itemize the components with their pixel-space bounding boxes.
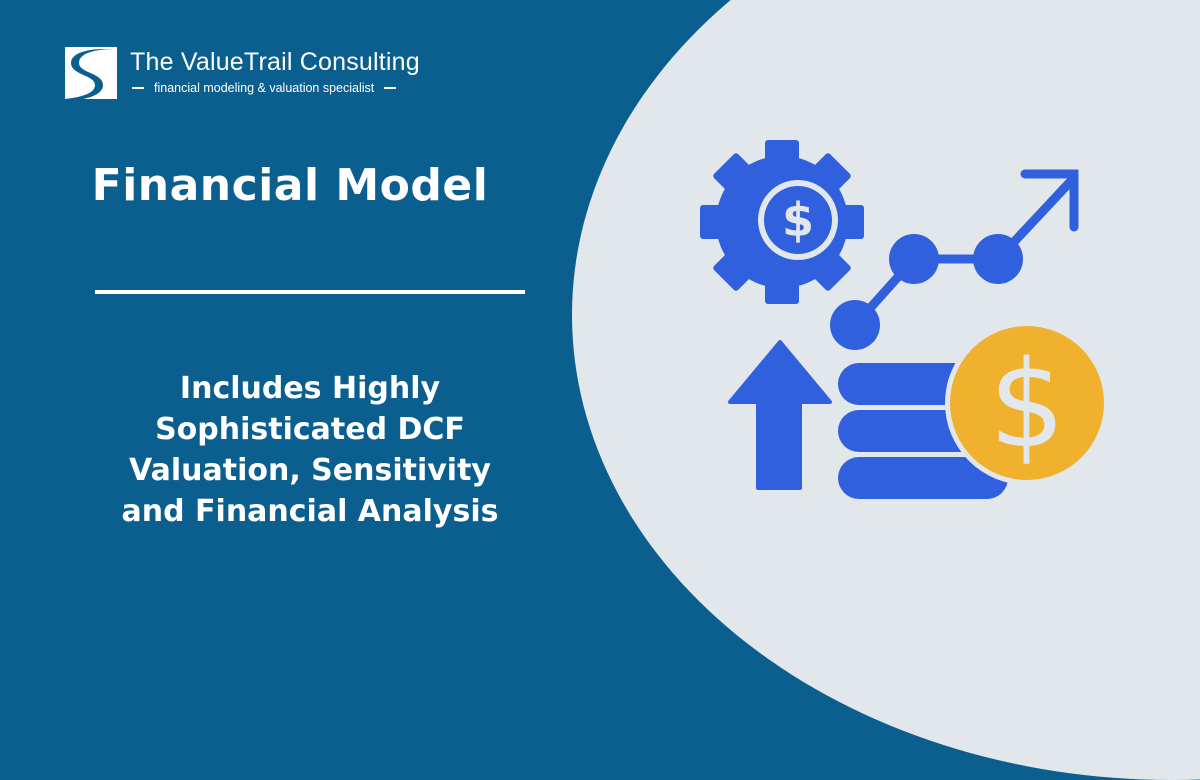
dollar-coin-icon: $ <box>945 321 1109 485</box>
s-trail-logo-icon <box>65 47 117 99</box>
gear-dollar-icon: $ <box>700 140 864 304</box>
svg-text:$: $ <box>782 193 814 247</box>
brand-logo: The ValueTrail Consulting financial mode… <box>65 47 420 99</box>
svg-text:$: $ <box>989 336 1065 475</box>
growth-chart-arrow-icon <box>850 169 1079 330</box>
description-line: Valuation, Sensitivity <box>129 453 491 488</box>
dash-right <box>384 87 397 89</box>
description-line: Sophisticated DCF <box>155 412 465 447</box>
up-arrow-icon <box>728 340 832 490</box>
page-title: Financial Model <box>0 160 600 211</box>
financial-growth-illustration: $ $ <box>700 140 1109 499</box>
description: Includes Highly Sophisticated DCF Valuat… <box>80 368 540 532</box>
description-line: and Financial Analysis <box>121 494 499 529</box>
brand-name: The ValueTrail Consulting <box>130 48 420 76</box>
title-text: Financial Model <box>91 160 489 211</box>
divider <box>95 290 525 294</box>
dash-left <box>132 87 144 89</box>
tagline-text: financial modeling & valuation specialis… <box>154 81 375 95</box>
brand-tagline: financial modeling & valuation specialis… <box>130 81 420 95</box>
description-line: Includes Highly <box>179 371 441 406</box>
